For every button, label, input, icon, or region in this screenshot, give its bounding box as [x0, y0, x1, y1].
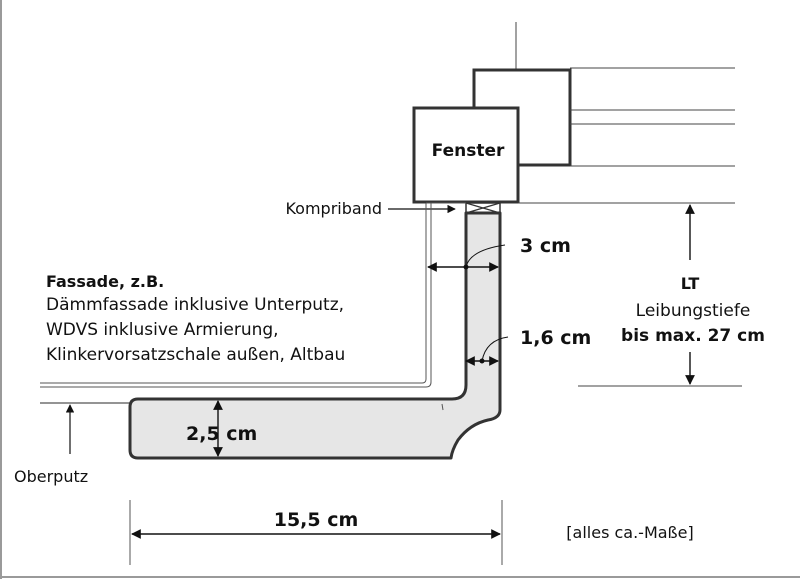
kompriband-label: Kompriband: [285, 199, 382, 218]
leibungstiefe-label: Leibungstiefe: [636, 301, 751, 321]
facade-inner-line: [40, 203, 432, 388]
reveal-profile: [128, 211, 502, 460]
dim-3cm-leader: [465, 244, 506, 268]
fassade-title: Fassade, z.B.: [46, 272, 164, 291]
oberputz-label: Oberputz: [14, 467, 88, 486]
dim-2-5cm-label: 2,5 cm: [186, 423, 257, 445]
wall-lines: [518, 67, 742, 387]
dim-1-6cm-label: 1,6 cm: [520, 327, 591, 349]
dim-15-5cm-label: 15,5 cm: [274, 509, 359, 531]
note-label: [alles ca.-Maße]: [566, 523, 693, 542]
fassade-line-1: Dämmfassade inklusive Unterputz,: [46, 295, 344, 315]
profile-mark: [441, 403, 444, 411]
dim-1-6cm-leader: [481, 336, 509, 362]
window-frame-inner: [412, 106, 520, 204]
facade-outer-line: [40, 203, 427, 384]
fassade-line-3: Klinkervorsatzschale außen, Altbau: [46, 345, 345, 365]
kompriband-symbol: [465, 202, 501, 214]
fenster-label: Fenster: [432, 141, 505, 161]
bis-max-label: bis max. 27 cm: [621, 326, 765, 346]
fassade-line-2: WDVS inklusive Armierung,: [46, 320, 279, 340]
lt-label: LT: [681, 274, 700, 293]
dim-3cm-label: 3 cm: [520, 235, 571, 257]
